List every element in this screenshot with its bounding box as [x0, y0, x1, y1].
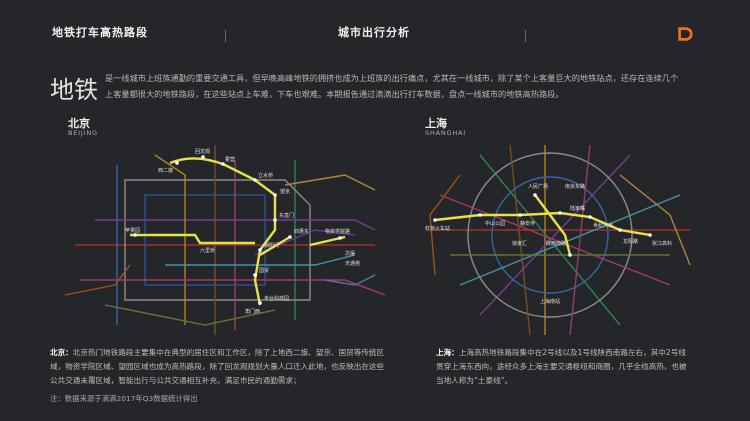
footnote: 注：数据来源于滴滴2017年Q3数据统计得出 [50, 394, 198, 403]
beijing-station-label: 回龙观 [195, 148, 210, 155]
shanghai-caption: 上海：上海高热地铁路段集中在2号线以及1号线陕西南路左右，其中2号线贯穿上海东西… [436, 346, 691, 388]
beijing-station-label: 东直门 [279, 212, 294, 219]
top-bar: 地铁打车高热路段 城市出行分析 [0, 0, 750, 62]
shanghai-station-label: 张江高科 [652, 240, 672, 247]
shanghai-station-label: 静安寺 [520, 220, 535, 227]
shanghai-station-label: 世纪大道 [593, 222, 613, 229]
didi-logo-icon[interactable] [676, 25, 694, 43]
shanghai-station-label: 陆家嘴 [570, 205, 585, 212]
beijing-station-label: 六里桥 [200, 247, 215, 254]
shanghai-caption-text: 上海高热地铁路段集中在2号线以及1号线陕西南路左右，其中2号线贯穿上海东西向，途… [436, 348, 687, 385]
divider [525, 30, 526, 42]
beijing-station-label: 朝阳门 [264, 242, 279, 249]
beijing-station-label: 角门西 [245, 308, 260, 315]
beijing-station-label: 四惠东 [294, 228, 309, 235]
beijing-station-label: 天通苑 [345, 260, 360, 267]
beijing-title-en: BEIJING [68, 129, 98, 137]
shanghai-station-label: 徐家汇 [512, 240, 527, 247]
intro-title: 地铁 [50, 76, 98, 104]
divider [225, 30, 226, 42]
beijing-caption-label: 北京： [50, 348, 73, 357]
beijing-caption-text: 北京热门地铁路段主要集中在典型的居住区和工作区，除了上地西二旗、望京、国贸等传统… [50, 348, 385, 385]
beijing-station-label: 立水桥 [258, 172, 273, 179]
beijing-station-label: 望京 [280, 188, 290, 195]
beijing-station-label: 国贸 [259, 267, 269, 274]
shanghai-caption-label: 上海： [436, 348, 459, 357]
beijing-title: 北京 [68, 117, 90, 130]
beijing-caption: 北京：北京热门地铁路段主要集中在典型的居住区和工作区，除了上地西二旗、望京、国贸… [50, 346, 385, 388]
beijing-station-label: 物资学院路 [325, 228, 350, 235]
shanghai-title-en: SHANGHAI [425, 129, 467, 137]
shanghai-title: 上海 [425, 117, 447, 130]
shanghai-station-label: 南京东路 [565, 183, 585, 190]
beijing-station-label: 西二旗 [158, 167, 173, 174]
shanghai-station-label: 陕西南路 [546, 240, 566, 247]
nav-city-travel-analysis[interactable]: 城市出行分析 [338, 26, 410, 39]
beijing-station-label: 苹果园 [125, 227, 140, 234]
beijing-station-label: 丰台科技园 [264, 295, 289, 302]
shanghai-station-label: 虹桥火车站 [425, 225, 450, 232]
shanghai-station-label: 龙阳路 [623, 238, 638, 245]
beijing-station-label: 次渠 [345, 250, 355, 257]
shanghai-station-label: 上海南站 [540, 298, 560, 305]
shanghai-station-label: 人民广场 [528, 183, 548, 190]
beijing-station-label: 霍营 [225, 156, 235, 163]
beijing-metro-map: 西二旗 回龙观 霍营 立水桥 望京 东直门 朝阳门 国贸 苹果园 物资学院路 四… [64, 145, 386, 335]
shanghai-metro-map: 人民广场 南京东路 徐家汇 中山公园 静安寺 陕西南路 虹桥火车站 世纪大道 陆… [425, 144, 691, 336]
intro-text: 是一线城市上班族通勤的重要交通工具，但早晚高峰地铁的拥挤也成为上班族的出行痛点，… [105, 73, 679, 99]
shanghai-station-label: 中山公园 [485, 220, 505, 227]
nav-hot-metro-sections[interactable]: 地铁打车高热路段 [52, 26, 148, 39]
